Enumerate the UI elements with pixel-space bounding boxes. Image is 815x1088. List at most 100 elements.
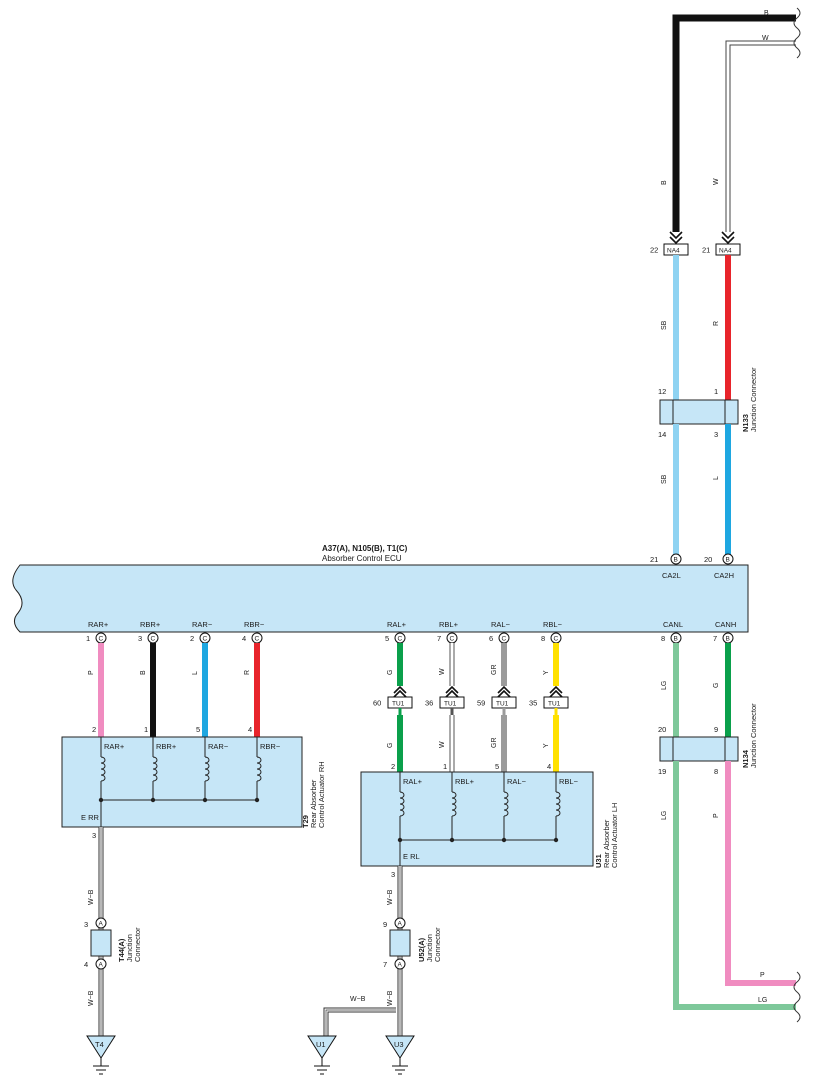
na4-pin-21: 21 [702,246,710,255]
n134-pin-9: 9 [714,725,718,734]
ecu-pin-number: 5 [385,634,389,643]
u52-pin-7: 7 [383,960,387,969]
wire-label: Y [543,743,550,748]
wire-label-b: B [140,670,147,675]
actuator-terminal-label: RAL+ [403,777,423,786]
ecu-pin-circle [670,553,682,565]
n133-pin-12: 12 [658,387,666,396]
wire-label-b-top: B [764,10,769,17]
n134-connector [659,736,739,762]
wire-label: Y [543,670,550,675]
wire-label-wb: W−B [88,889,95,905]
ecu-pin-label: RBR+ [140,620,161,629]
ecu-pin-conn: C [99,636,104,643]
connector-chevron-icon [393,685,407,698]
t44-name-1: Junction [125,934,134,962]
ecu-pin-conn: C [554,636,559,643]
wire-break-bottom [793,971,801,1023]
wire-label-wb: W−B [387,889,394,905]
n134-id: N134 [741,749,750,768]
t44-conn: A [99,921,104,928]
u52-conn: A [398,962,403,969]
coil-icon [399,791,405,817]
ground-label: T4 [95,1040,104,1049]
wire-label: GR [491,738,498,749]
ecu-pin-number: 8 [661,634,665,643]
connector-chevron-icon [445,685,459,698]
ecu-conn-b: B [674,557,678,564]
ecu-pin-number: 7 [437,634,441,643]
lh-ground-pin: 3 [391,870,395,879]
wire-label-g: G [713,683,720,688]
ground-icon [307,1035,337,1059]
ecu-label-ca2h: CA2H [714,571,734,580]
ecu-pin-label: RBR− [244,620,265,629]
rh-ground-label: E RR [81,813,100,822]
actuator-terminal-label: RAR+ [104,742,125,751]
u52-connector [389,929,411,957]
lh-ground-label: E RL [403,852,420,861]
wire-label-sb: SB [661,320,668,330]
ecu-pin-conn: C [255,636,260,643]
connector-chevron-icon [497,685,511,698]
n133-name: Junction Connector [749,367,758,432]
exit-label-p: P [760,972,765,979]
t44-connector [90,929,112,957]
ecu-pin-label: RAL− [491,620,511,629]
ecu-pin-label: RAL+ [387,620,407,629]
ground-icon [385,1035,415,1059]
ecu-conn-b: B [726,557,730,564]
na4-label-22: NA4 [667,248,680,255]
connector-chevron-icon [549,685,563,698]
tu1-label: TU1 [548,701,561,708]
ecu-pin-label: RAR− [192,620,213,629]
actuator-terminal-label: RBL+ [455,777,475,786]
tu1-pin: 59 [477,699,485,708]
wire-label: G [387,743,394,748]
ecu-pin-conn: C [151,636,156,643]
actuator-terminal-label: RBR− [260,742,281,751]
na4-pin-22: 22 [650,246,658,255]
ecu-pin-number: 7 [713,634,717,643]
tu1-label: TU1 [444,701,457,708]
u52-pin-circle [394,958,406,970]
wire-label-wb: W−B [88,990,95,1006]
ecu-box [12,564,749,633]
u52-name-2: Connector [433,927,442,962]
ecu-pin-21: 21 [650,555,658,564]
wire-label-wb: W−B [387,990,394,1006]
wire-lg-exit [673,761,796,1010]
wire-label-r: R [713,321,720,326]
t44-pin-circle [95,958,107,970]
lh-pin: 5 [495,762,499,771]
coil-icon [256,756,262,782]
u1-wire-label: W−B [350,996,366,1003]
ecu-pin-number: 1 [86,634,90,643]
n134-pin-8: 8 [714,767,718,776]
n133-pin-1: 1 [714,387,718,396]
actuator-terminal-label: RAL− [507,777,527,786]
u52-name-1: Junction [425,934,434,962]
ground-label: U3 [394,1040,404,1049]
rh-coils: RAR+RBR+RAR−RBR− [98,737,281,827]
coil-icon [451,791,457,817]
u52-pin-circle [394,917,406,929]
ecu-pin-20: 20 [704,555,712,564]
wire-label-b-vertical: B [661,180,668,185]
lh-pin: 1 [443,762,447,771]
n134-pin-19: 19 [658,767,666,776]
ecu-pin-number: 2 [190,634,194,643]
actuator-terminal-label: RBL− [559,777,579,786]
exit-label-lg: LG [758,997,767,1004]
wire-label-l-rh: L [192,671,199,675]
ecu-pin-label: CANH [715,620,736,629]
actuator-terminal-label: RAR− [208,742,229,751]
n134-name: Junction Connector [749,703,758,768]
wire-label: G [387,670,394,675]
wire-label-w-top: W [762,35,769,42]
tu1-pin: 60 [373,699,381,708]
u52-id: U52(A) [417,937,426,962]
lh-pin: 4 [547,762,551,771]
rh-pin-5: 5 [196,725,200,734]
